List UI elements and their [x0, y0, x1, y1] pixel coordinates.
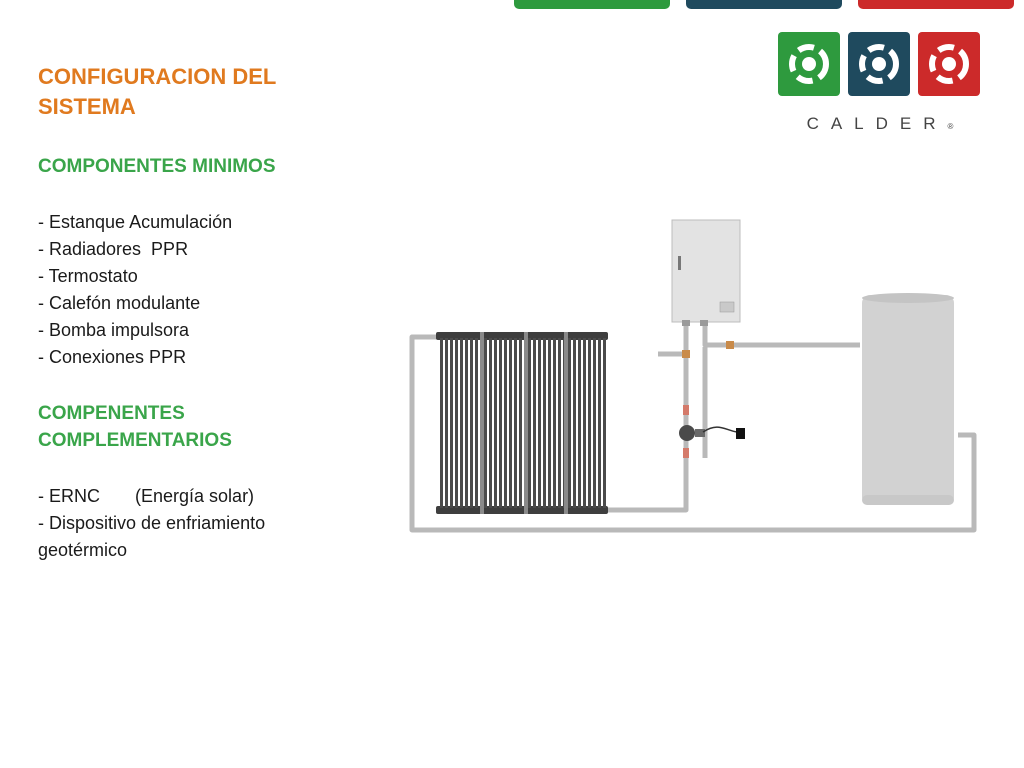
minimos-item: - Conexiones PPR: [38, 347, 187, 367]
text-column: CONFIGURACION DEL SISTEMA COMPONENTES MI…: [38, 62, 358, 564]
solar-collector: [436, 332, 608, 514]
top-tab-blue: [686, 0, 842, 9]
logo-registered-mark: ®: [947, 122, 954, 131]
boiler-hot-pipe: [702, 320, 860, 348]
boiler-unit: [671, 219, 741, 326]
top-tab-red: [858, 0, 1014, 9]
blue-circle-arrows-icon: [848, 32, 910, 96]
top-tab-green: [514, 0, 670, 9]
page-title-line-1: CONFIGURACION DEL: [38, 64, 277, 89]
thermostat: [736, 428, 745, 439]
page-title-line-2: SISTEMA: [38, 94, 136, 119]
minimos-item: - Termostato: [38, 266, 138, 286]
minimos-item: - Calefón modulante: [38, 293, 201, 313]
minimos-heading: COMPONENTES MINIMOS: [38, 156, 276, 177]
logo-wordmark: CALDER®: [778, 114, 982, 134]
minimos-item: - Radiadores PPR: [38, 239, 189, 259]
complementarios-heading-line-2: COMPLEMENTARIOS: [38, 430, 232, 451]
logo-brand: CALDER: [806, 114, 948, 133]
minimos-item: - Estanque Acumulación: [38, 212, 233, 232]
minimos-item: - Bomba impulsora: [38, 320, 190, 340]
supply-pipe: [600, 320, 689, 513]
complementarios-item: - ERNC (Energía solar): [38, 486, 255, 506]
complementarios-item: geotérmico: [38, 540, 128, 560]
return-pipe: [409, 334, 977, 533]
complementarios-heading-line-1: COMPENENTES: [38, 403, 185, 424]
storage-tank: [862, 293, 954, 505]
green-circle-arrows-icon: [778, 32, 840, 96]
calder-logo: CALDER®: [778, 32, 982, 142]
system-diagram: [400, 210, 990, 550]
pump: [679, 425, 705, 441]
complementarios-item: - Dispositivo de enfriamiento: [38, 513, 266, 533]
red-circle-arrows-icon: [918, 32, 980, 96]
